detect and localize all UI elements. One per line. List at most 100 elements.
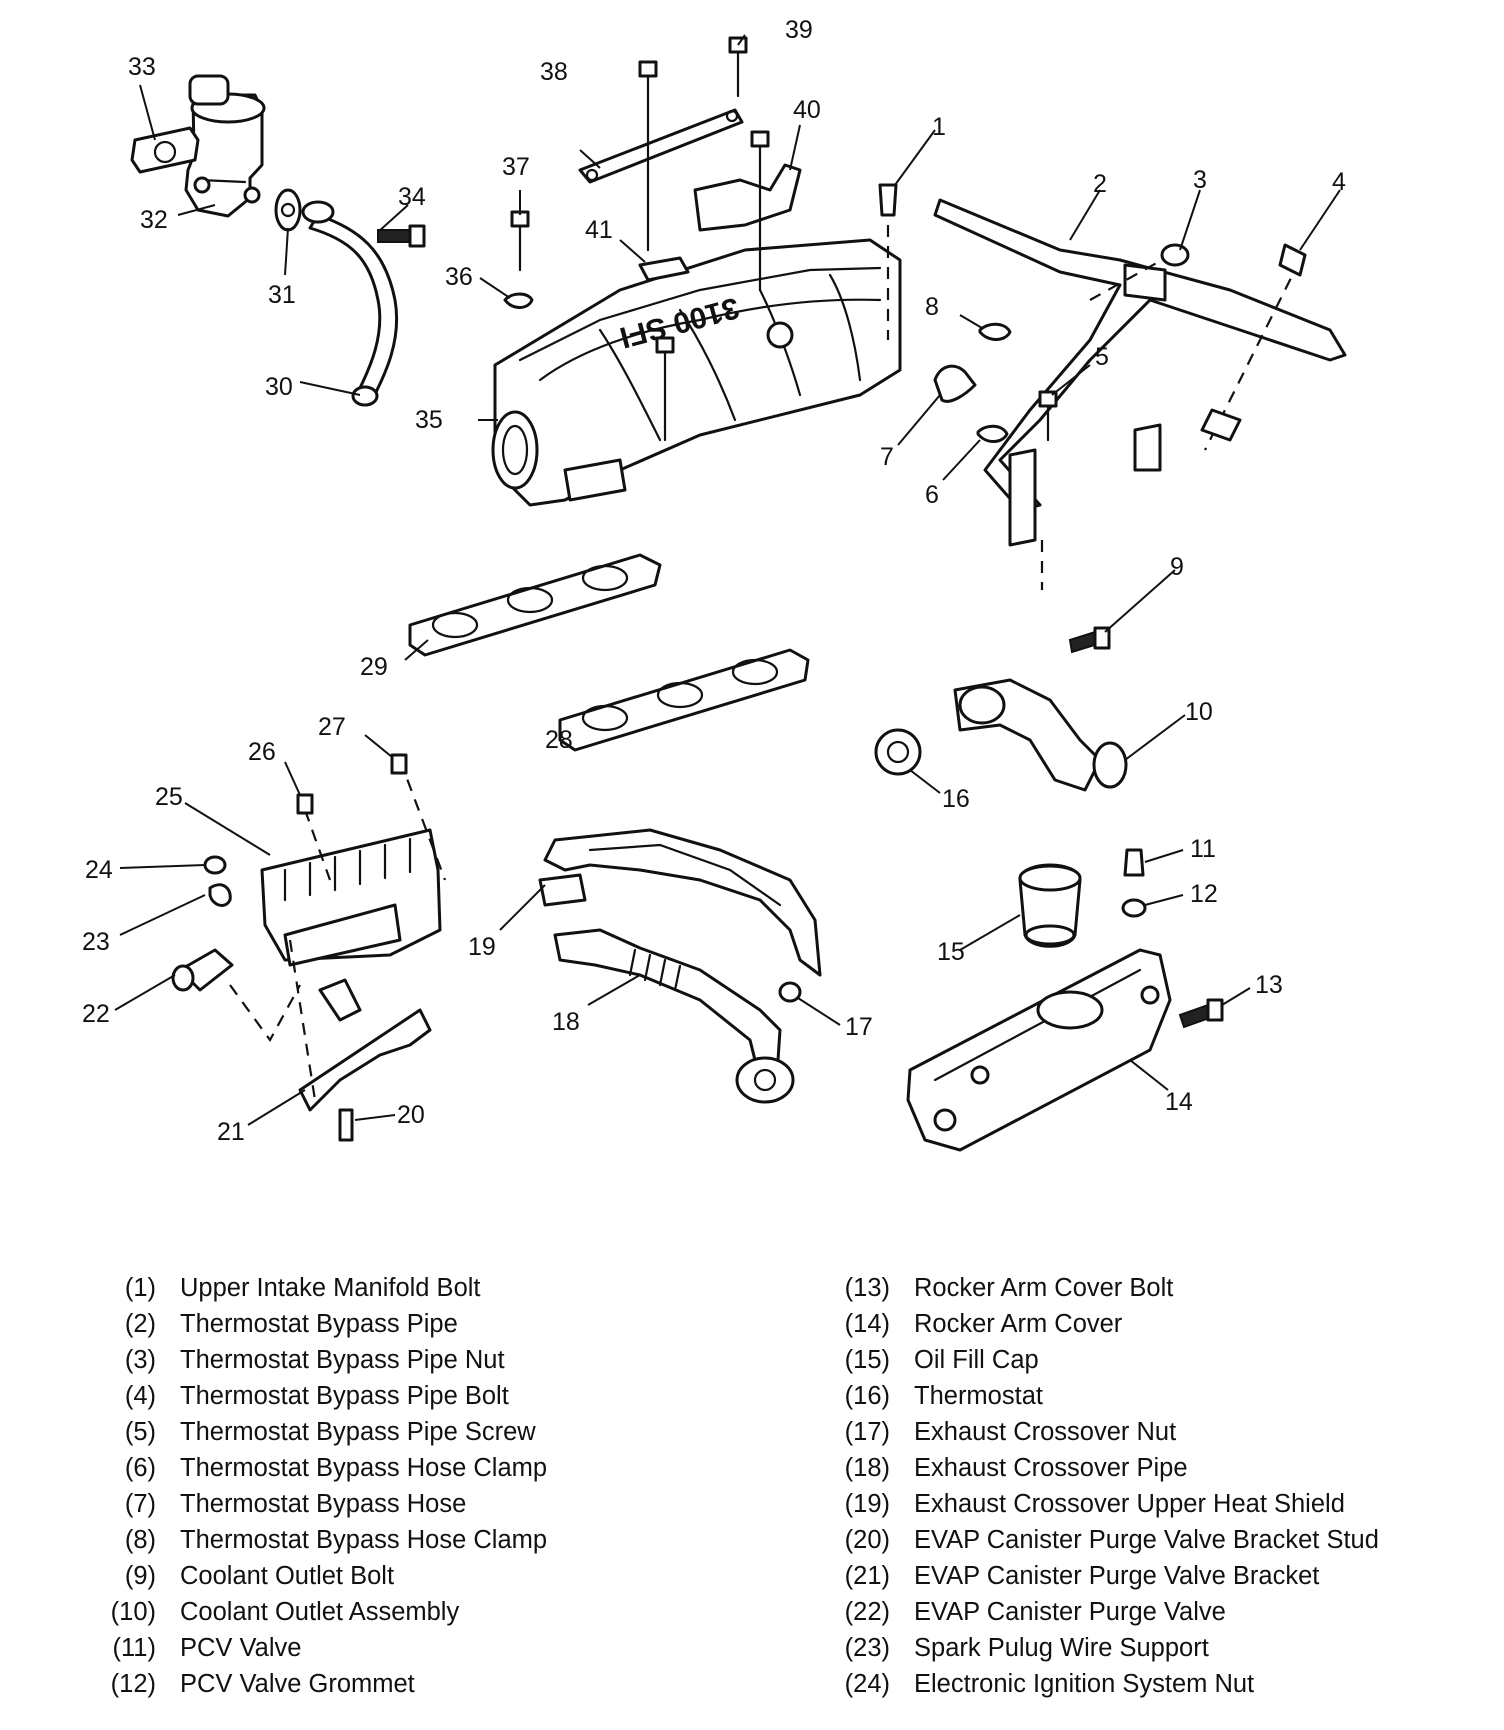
egr-pipe-bolt: [377, 224, 426, 248]
callout-2: 2: [1093, 170, 1107, 198]
coolant-outlet-bolt-9: [1068, 626, 1111, 654]
pcv-grommet-12: [1121, 898, 1147, 918]
callout-16: 16: [942, 785, 970, 813]
legend-item: (15)Oil Fill Cap: [820, 1342, 1500, 1378]
callout-38: 38: [540, 58, 568, 86]
ignition-nut-24: [203, 855, 227, 875]
legend-number: (12): [110, 1669, 156, 1698]
legend-part-name: Exhaust Crossover Nut: [914, 1417, 1177, 1446]
callout-17: 17: [845, 1013, 873, 1041]
callout-39: 39: [785, 16, 813, 44]
callout-5: 5: [1095, 343, 1109, 371]
legend-number: (18): [844, 1453, 890, 1482]
callout-3: 3: [1193, 166, 1207, 194]
legend-number: (13): [844, 1273, 890, 1302]
callout-14: 14: [1165, 1088, 1193, 1116]
callout-41: 41: [585, 216, 613, 244]
legend-part-name: PCV Valve Grommet: [180, 1669, 415, 1698]
bypass-pipe-bolt-4: [1200, 243, 1307, 451]
bypass-hose-clamp-6: [976, 424, 1009, 443]
legend-part-name: Thermostat Bypass Hose Clamp: [180, 1453, 548, 1482]
legend-part-name: Rocker Arm Cover Bolt: [914, 1273, 1174, 1302]
legend-number: (4): [124, 1381, 156, 1410]
callout-6: 6: [925, 481, 939, 509]
callout-32: 32: [140, 206, 168, 234]
callout-30: 30: [265, 373, 293, 401]
coolant-outlet-assembly: [953, 678, 1128, 792]
callout-33: 33: [128, 53, 156, 81]
legend-part-name: EVAP Canister Purge Valve Bracket: [914, 1561, 1320, 1590]
legend-part-name: Exhaust Crossover Pipe: [914, 1453, 1188, 1482]
callout-29: 29: [360, 653, 388, 681]
legend-item: (6) Thermostat Bypass Hose Clamp: [86, 1450, 766, 1486]
legend-part-name: Spark Pulug Wire Support: [914, 1633, 1209, 1662]
legend-part-name: Thermostat Bypass Pipe Screw: [180, 1417, 536, 1446]
bracket-dash-line: [288, 939, 317, 1101]
legend-number: (19): [844, 1489, 890, 1518]
manifold-clip-36: [503, 292, 534, 309]
legend-item: (11) PCV Valve: [86, 1630, 766, 1666]
callout-10: 10: [1185, 698, 1213, 726]
oil-fill-cap-15: [1018, 863, 1082, 948]
callout-37: 37: [502, 153, 530, 181]
legend-number: (21): [844, 1561, 890, 1590]
callout-20: 20: [397, 1101, 425, 1129]
egr-pipe: [301, 200, 399, 407]
legend-part-name: Coolant Outlet Bolt: [180, 1561, 395, 1590]
legend-left-column: (1) Upper Intake Manifold Bolt (2) Thermos…: [86, 1270, 766, 1702]
legend-number: (5): [124, 1417, 156, 1446]
legend-part-name: Rocker Arm Cover: [914, 1309, 1123, 1338]
callout-7: 7: [880, 443, 894, 471]
legend-item: (14)Rocker Arm Cover: [820, 1306, 1500, 1342]
evap-purge-valve-22: [171, 948, 301, 1043]
legend-number: (16): [844, 1381, 890, 1410]
legend-item: (22) EVAP Canister Purge Valve: [820, 1594, 1500, 1630]
legend-number: (3): [124, 1345, 156, 1374]
legend-item: (16)Thermostat: [820, 1378, 1500, 1414]
legend-part-name: EVAP Canister Purge Valve: [914, 1597, 1226, 1626]
legend-item: (12) PCV Valve Grommet: [86, 1666, 766, 1702]
legend-number: (22): [844, 1597, 890, 1626]
callout-9: 9: [1170, 553, 1184, 581]
manifold-stud-38a: [638, 60, 658, 252]
legend-number: (6): [124, 1453, 156, 1482]
callout-4: 4: [1332, 168, 1346, 196]
callout-1: 1: [932, 113, 946, 141]
callout-40: 40: [793, 96, 821, 124]
legend-number: (7): [124, 1489, 156, 1518]
callout-36: 36: [445, 263, 473, 291]
intake-gasket-28: [558, 648, 810, 752]
manifold-bracket-38: [578, 108, 744, 184]
legend-part-name: PCV Valve: [180, 1633, 302, 1662]
egr-gasket-small: [274, 188, 302, 232]
legend-number: (9): [124, 1561, 156, 1590]
legend-part-name: Thermostat Bypass Pipe Bolt: [180, 1381, 509, 1410]
pcv-valve-11: [1123, 848, 1145, 877]
legend-item: (24)Electronic Ignition System Nut: [820, 1666, 1500, 1702]
legend-part-name: Upper Intake Manifold Bolt: [180, 1273, 481, 1302]
legend-number: (11): [112, 1633, 156, 1662]
callout-21: 21: [217, 1118, 245, 1146]
legend-number: (2): [124, 1309, 156, 1338]
legend-part-name: Thermostat Bypass Pipe: [180, 1309, 458, 1338]
legend-item: (13) Rocker Arm Cover Bolt: [820, 1270, 1500, 1306]
callout-15: 15: [937, 938, 965, 966]
manifold-bracket-40: [693, 130, 802, 292]
callout-26: 26: [248, 738, 276, 766]
legend-number: (8): [124, 1525, 156, 1554]
legend-item: (17)Exhaust Crossover Nut: [820, 1414, 1500, 1450]
exhaust-crossover-pipe-18: [553, 928, 795, 1104]
legend-number: (1): [124, 1273, 156, 1302]
coil-bolt-27: [390, 753, 408, 775]
manifold-bolt-37: [510, 210, 530, 272]
manifold-bolt-1: [878, 183, 898, 340]
manifold-bolt-front: [655, 336, 675, 442]
callout-labels: 1 2 3 4 5 6 7 8 9 10 11 12 13 14 15 16 1…: [82, 16, 1346, 1146]
exhaust-crossover-nut-17: [778, 981, 802, 1003]
callout-28: 28: [545, 726, 573, 754]
legend-item: (20)EVAP Canister Purge Valve Bracket St…: [820, 1522, 1500, 1558]
legend-part-name: Thermostat Bypass Hose Clamp: [180, 1525, 548, 1554]
callout-19: 19: [468, 933, 496, 961]
bypass-pipe-lower: [1008, 448, 1044, 590]
legend-item: (21) EVAP Canister Purge Valve Bracket: [820, 1558, 1500, 1594]
